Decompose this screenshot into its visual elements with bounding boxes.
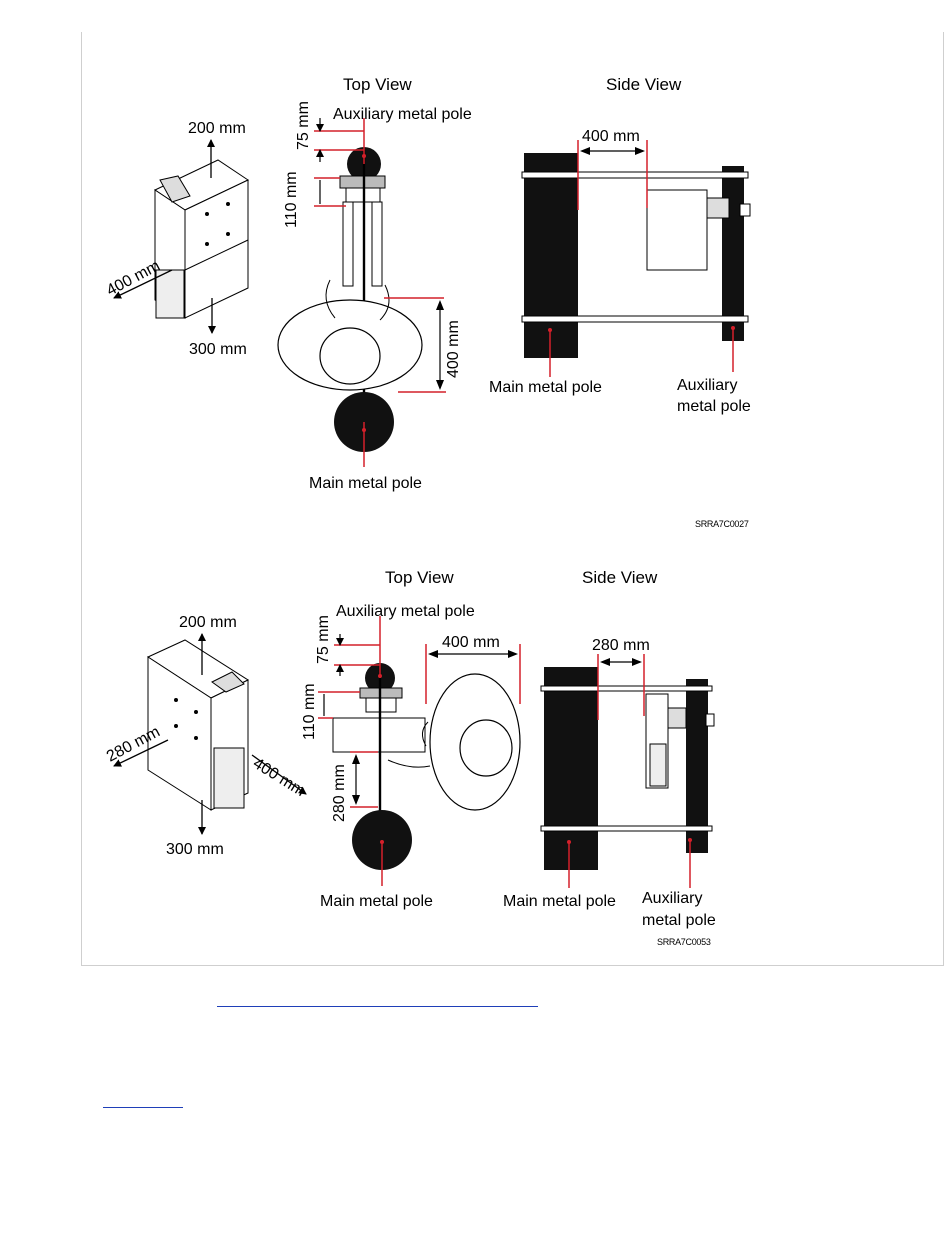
main-pole-top-label: Main metal pole [309, 475, 422, 492]
aux-pole-side [722, 166, 744, 341]
top-view-2 [318, 616, 521, 886]
aux-pole-side-label-line2: metal pole [642, 912, 716, 929]
top-view-title: Top View [385, 568, 454, 587]
dim-110mm-label: 110 mm [283, 171, 300, 228]
dim-110mm-label: 110 mm [301, 683, 318, 740]
aux-pole-side-label-line2: metal pole [677, 398, 751, 415]
dim-280mm-top-label: 280 mm [331, 764, 348, 822]
top-view-title: Top View [343, 75, 412, 94]
aux-pole-side-label-line1: Auxiliary [677, 377, 737, 394]
top-view-1 [277, 118, 446, 467]
aux-pole-side [686, 679, 708, 853]
dim-75mm-label: 75 mm [295, 101, 312, 150]
side-view-2 [540, 654, 715, 888]
dim-75mm-label: 75 mm [315, 615, 332, 664]
dim-300mm-label: 300 mm [189, 341, 247, 358]
main-pole-side-label: Main metal pole [489, 379, 602, 396]
cabinet-isometric [146, 639, 250, 811]
side-view-title: Side View [582, 568, 658, 587]
aux-pole-top-label: Auxiliary metal pole [333, 106, 472, 123]
dim-400mm-top-label: 400 mm [442, 634, 500, 651]
dim-400mm-iso-label: 400 mm [250, 755, 308, 800]
figure-1: Top View Side View 200 mm 400 mm 300 mm [104, 75, 751, 529]
hyperlink-underline[interactable] [217, 1006, 538, 1007]
aux-pole-side-label-line1: Auxiliary [642, 890, 702, 907]
figure-code: SRRA7C0053 [657, 937, 711, 947]
figure-2: Top View Side View 200 mm 280 mm 400 mm … [104, 568, 716, 947]
dim-200mm-label: 200 mm [179, 614, 237, 631]
cabinet-isometric [153, 159, 250, 319]
dim-200mm-label: 200 mm [188, 120, 246, 137]
main-pole-top-label: Main metal pole [320, 893, 433, 910]
dim-300mm-label: 300 mm [166, 841, 224, 858]
main-pole-side [544, 667, 598, 870]
dim-400mm-side-label: 400 mm [582, 128, 640, 145]
main-pole-side [524, 153, 578, 358]
hyperlink-underline-short[interactable] [103, 1107, 183, 1108]
aux-pole-top-label: Auxiliary metal pole [336, 603, 475, 620]
main-pole-side-label: Main metal pole [503, 893, 616, 910]
side-view-1 [521, 140, 751, 377]
side-view-title: Side View [606, 75, 682, 94]
dim-400mm-top-label: 400 mm [445, 320, 462, 378]
figure-code: SRRA7C0027 [695, 519, 749, 529]
dim-280mm-side-label: 280 mm [592, 637, 650, 654]
